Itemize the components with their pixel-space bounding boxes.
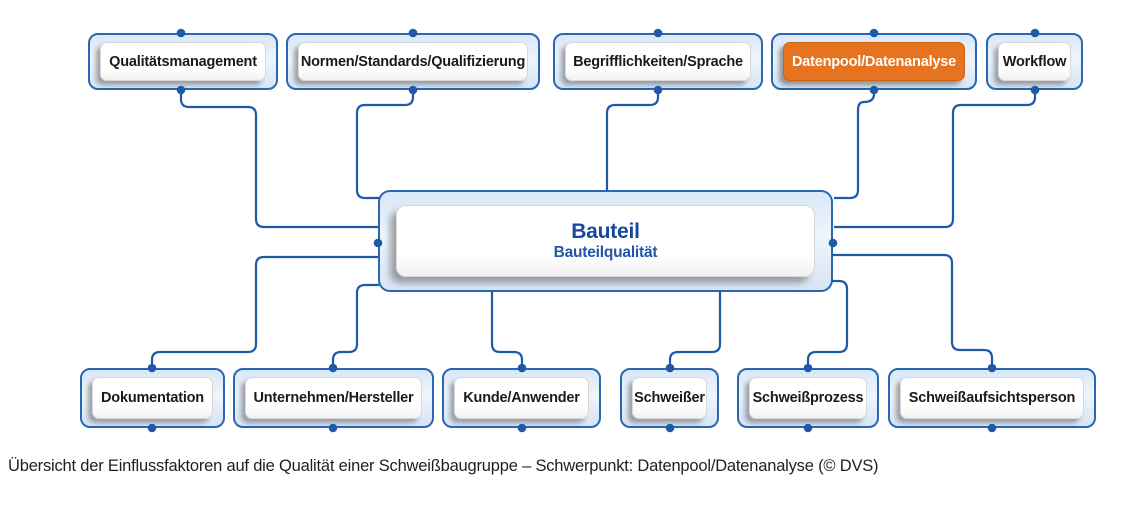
connector-begrifflichkeiten-bauteil — [605, 90, 660, 191]
connector-workflow-bauteil — [834, 90, 1037, 229]
connector-normen-bauteil — [355, 90, 415, 200]
node-label: Qualitätsmanagement — [100, 42, 266, 81]
connector-bauteil-dokumentation — [150, 255, 378, 368]
node-schweisser[interactable]: Schweißer — [620, 368, 719, 428]
figure-caption: Übersicht der Einflussfaktoren auf die Q… — [8, 457, 879, 475]
node-dokumentation[interactable]: Dokumentation — [80, 368, 225, 428]
bauteil-inner: Bauteil Bauteilqualität — [396, 205, 815, 277]
node-normen-standards-qualifizierung[interactable]: Normen/Standards/Qualifizierung — [286, 33, 540, 90]
connector-bauteil-kunde — [490, 291, 524, 368]
node-label: Workflow — [998, 42, 1071, 81]
connector-bauteil-schweissaufsichtsperson — [832, 253, 994, 368]
node-schweissprozess[interactable]: Schweißprozess — [737, 368, 879, 428]
node-label: Begrifflichkeiten/Sprache — [565, 42, 751, 81]
node-schweissaufsichtsperson[interactable]: Schweißaufsichtsperson — [888, 368, 1096, 428]
connector-qualitaetsmanagement-bauteil — [179, 90, 378, 229]
connector-bauteil-unternehmen — [331, 283, 379, 368]
node-unternehmen-hersteller[interactable]: Unternehmen/Hersteller — [233, 368, 434, 428]
node-bauteil-central[interactable]: Bauteil Bauteilqualität — [378, 190, 833, 292]
node-label: Unternehmen/Hersteller — [245, 377, 422, 419]
node-kunde-anwender[interactable]: Kunde/Anwender — [442, 368, 601, 428]
node-label: Schweißaufsichtsperson — [900, 377, 1084, 419]
node-datenpool-datenanalyse-highlighted[interactable]: Datenpool/Datenanalyse — [771, 33, 977, 90]
node-label: Normen/Standards/Qualifizierung — [298, 42, 528, 81]
node-label: Kunde/Anwender — [454, 377, 589, 419]
node-label: Schweißprozess — [749, 377, 867, 419]
node-label: Datenpool/Datenanalyse — [783, 42, 965, 81]
bauteil-subtitle: Bauteilqualität — [553, 244, 658, 262]
node-label: Schweißer — [632, 377, 707, 419]
bauteil-title: Bauteil — [571, 220, 640, 244]
node-qualitaetsmanagement[interactable]: Qualitätsmanagement — [88, 33, 278, 90]
node-label: Dokumentation — [92, 377, 213, 419]
node-workflow[interactable]: Workflow — [986, 33, 1083, 90]
connector-bauteil-schweissprozess — [806, 279, 849, 368]
connector-datenpool-bauteil — [834, 90, 876, 200]
connector-bauteil-schweisser — [668, 291, 722, 368]
node-begrifflichkeiten-sprache[interactable]: Begrifflichkeiten/Sprache — [553, 33, 763, 90]
